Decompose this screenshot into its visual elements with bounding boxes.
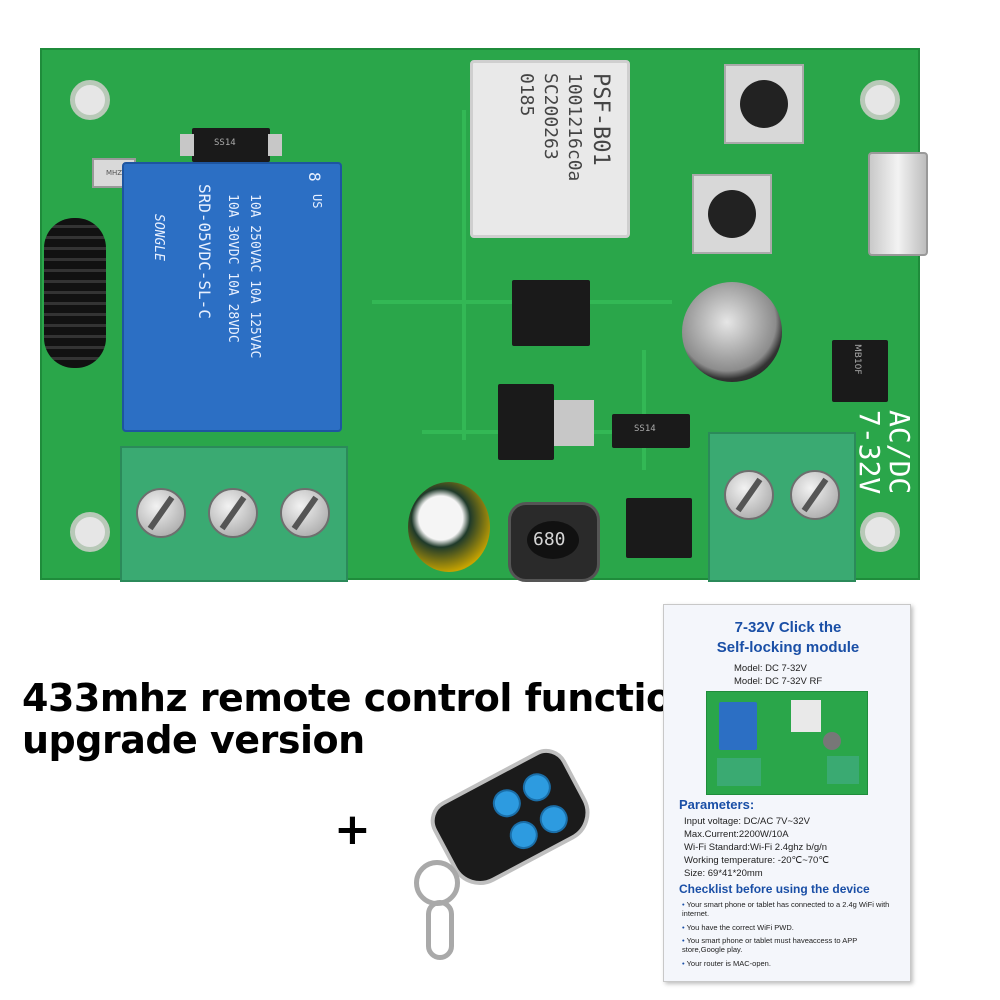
terminal-screw [724,470,774,520]
module-text-line-3: SC200263 [540,73,561,160]
terminal-screw [208,488,258,538]
remote-button-d[interactable] [487,784,526,823]
diode-pad [180,134,194,156]
relay-pin-count: 8 [305,172,324,182]
terminal-screw [280,488,330,538]
diode-ss14-bottom: SS14 [612,414,690,448]
remote-button-c[interactable] [504,816,543,855]
manual-model-2: Model: DC 7-32V RF [734,676,823,687]
terminal-screw [790,470,840,520]
instruction-card: 7-32V Click the Self-locking module Mode… [663,604,911,982]
voltage-label: AC/DC 7-32V [853,410,916,495]
terminal-screw [136,488,186,538]
voltage-regulator [498,384,554,460]
mounting-hole-top-left [70,80,110,120]
manual-title-line-1: 7-32V Click the [734,619,842,636]
antenna-coil [44,218,114,378]
keyring [414,860,460,906]
inductor: 680 [508,502,600,582]
tactile-button-bottom[interactable] [692,174,772,254]
manual-param-max-current: Max.Current:2200W/10A [684,829,789,840]
relay-ratings-line-2: 10A 30VDC 10A 28VDC [225,194,240,343]
diode-pad [268,134,282,156]
wifi-module-psf-b01: PSF-B01 1001216c0a SC200263 0185 [470,60,630,238]
pcb-trace [462,110,466,440]
plus-sign: + [334,804,371,855]
manual-checklist-item: Your smart phone or tablet has connected… [682,900,897,918]
electrolytic-capacitor-large [682,282,782,382]
manual-param-temperature: Working temperature: -20℃~70℃ [684,855,829,866]
terminal-block-relay [120,446,348,582]
manual-param-size: Size: 69*41*20mm [684,868,763,879]
module-text-line-4: 0185 [516,73,537,117]
manual-model-1: Model: DC 7-32V [734,663,807,674]
relay-ratings-line-1: 10A 250VAC 10A 125VAC [247,194,262,359]
caption-line-2: upgrade version [22,718,365,762]
ic-chip-sop8-bottom [626,498,692,558]
bridge-rectifier: MB10F [832,340,888,402]
caption-line-1: 433mhz remote control function [22,676,699,720]
mounting-hole-bottom-right [860,512,900,552]
ic-chip-sop8 [512,280,590,346]
manual-param-wifi: Wi-Fi Standard:Wi-Fi 2.4ghz b/g/n [684,842,828,853]
manual-param-input-voltage: Input voltage: DC/AC 7V~32V [684,816,810,827]
manual-title-line-2: Self-locking module [716,639,860,656]
module-text-line-1: PSF-B01 [588,73,613,166]
tactile-button-top[interactable] [724,64,804,144]
electrolytic-capacitor-small [408,482,490,572]
relay-model: SRD-05VDC-SL-C [195,184,214,319]
remote-button-b[interactable] [534,800,573,839]
regulator-tab [554,400,594,446]
manual-checklist-item: Your router is MAC-open. [682,959,897,968]
relay-us-mark: US [310,194,324,209]
relay: 8 US SONGLE 10A 250VAC 10A 125VAC 10A 30… [122,162,342,432]
module-text-line-2: 1001216c0a [564,73,585,182]
manual-checklist-item: You have the correct WiFi PWD. [682,923,897,932]
mounting-hole-top-right [860,80,900,120]
manual-board-photo [706,691,868,795]
terminal-block-power [708,432,856,582]
manual-checklist-item: You smart phone or tablet must haveacces… [682,936,897,954]
manual-checklist-heading: Checklist before using the device [679,882,870,896]
remote-button-a[interactable] [517,768,556,807]
diode-ss14-top: SS14 [192,128,270,162]
micro-usb-port[interactable] [868,152,928,256]
relay-module-board: MHZ SS14 8 US SONGLE 10A 250VAC 10A 125V… [40,48,928,582]
relay-brand: SONGLE [151,214,166,261]
pcb-trace [642,350,646,470]
mounting-hole-bottom-left [70,512,110,552]
key-clasp [426,900,454,960]
manual-parameters-heading: Parameters: [679,797,755,812]
